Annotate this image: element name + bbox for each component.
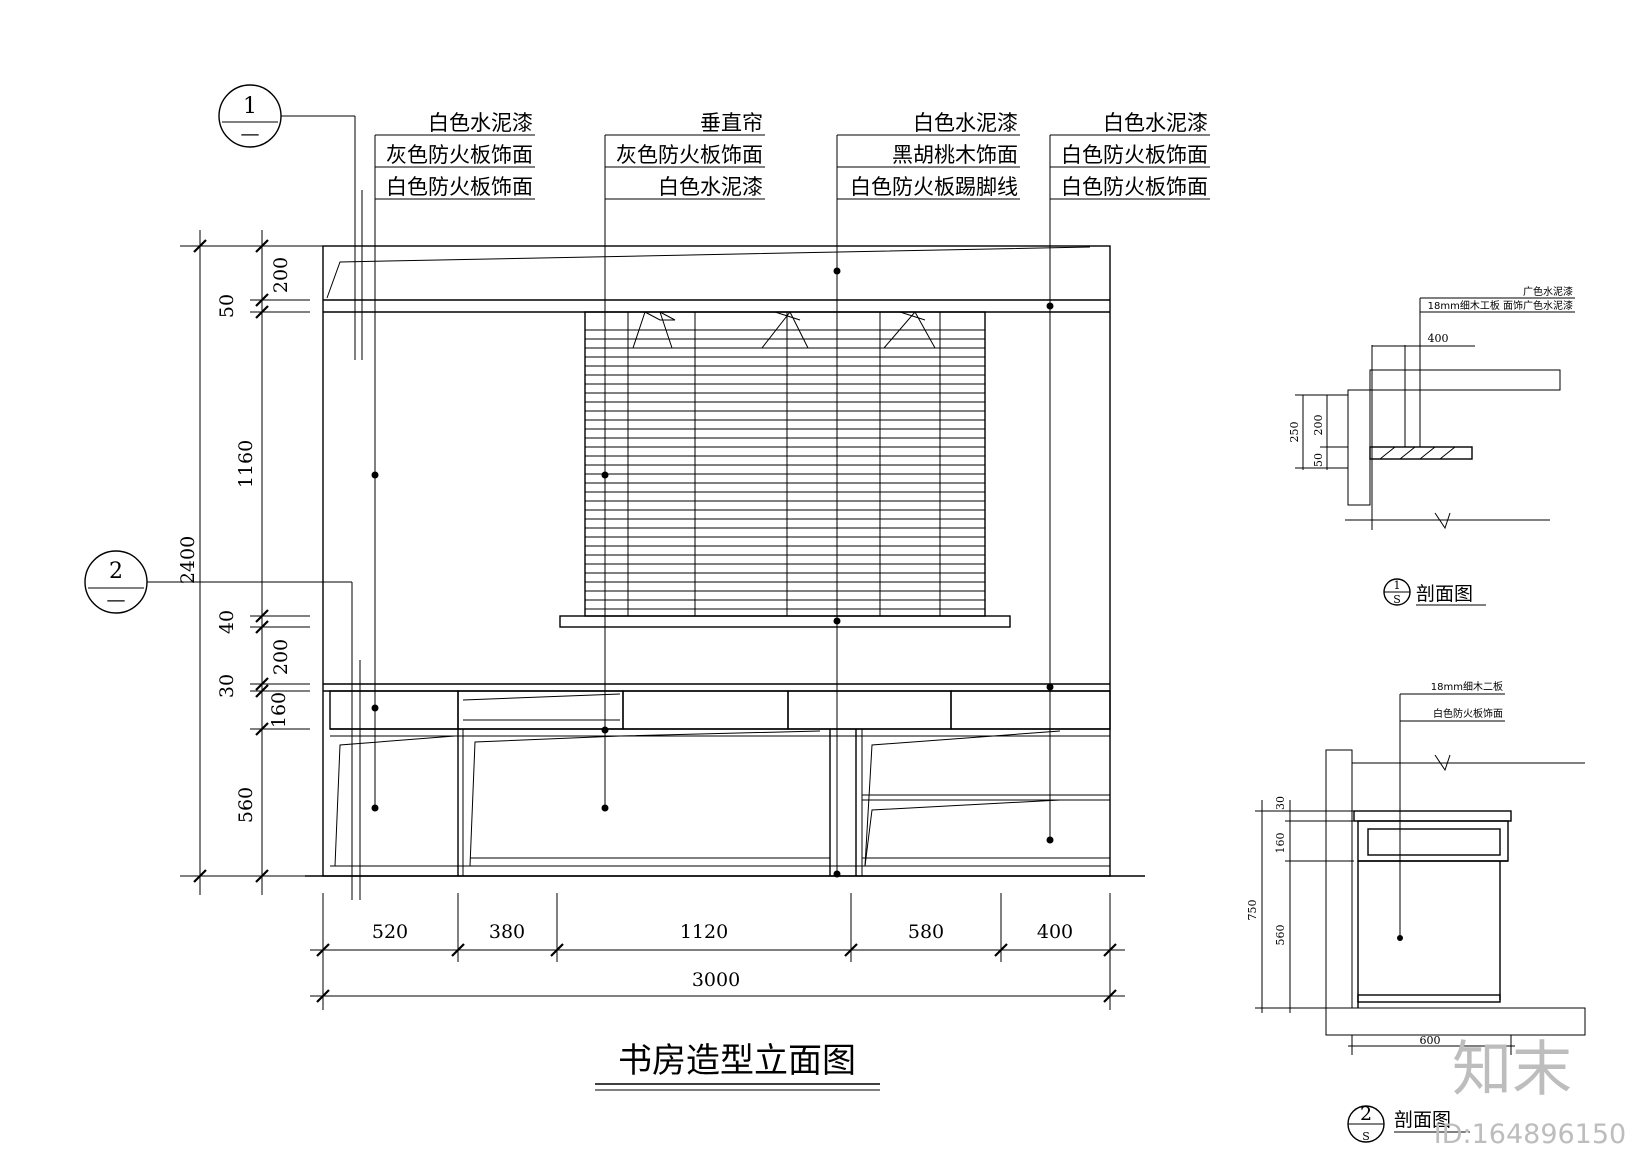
sec2-label-text: 剖面图 [1394,1109,1451,1131]
section-marker-1-sub: — [241,123,260,145]
callout-group-4: 白色水泥漆 白色防火板饰面 白色防火板饰面 [1046,111,1210,844]
sec2-dim-160: 160 [1274,833,1287,854]
callout-2-line-2: 灰色防火板饰面 [616,143,763,167]
callout-3-line-3: 白色防火板踢脚线 [850,175,1018,199]
callout-4-line-2: 白色防火板饰面 [1061,143,1208,167]
callout-4-line-3: 白色防火板饰面 [1061,175,1208,199]
desk-cabinets [329,690,1111,876]
section-marker-1-num: 1 [243,94,257,119]
page-title: 书房造型立面图 [618,1041,856,1081]
callout-1-line-3: 白色防火板饰面 [386,175,533,199]
dim-3000: 3000 [692,969,740,991]
watermark: 知末 ID:164896150 [1434,1035,1626,1150]
vertical-blind [559,311,1011,628]
dim-50: 50 [216,294,238,318]
window-sill [559,615,1011,628]
elevation-drawing [305,190,1145,900]
sec1-note-1: 广色水泥漆 [1523,285,1573,298]
callout-2-line-3: 白色水泥漆 [658,175,763,199]
dim-40: 40 [216,610,238,634]
sec2-label-num: 2 [1360,1103,1372,1125]
section-marker-2: 2 — [84,550,353,660]
callout-group-2: 垂直帘 灰色防火板饰面 白色水泥漆 [601,111,765,812]
wall-outline [322,245,1111,877]
sec1-label-num: 1 [1394,579,1401,592]
callout-4-line-1: 白色水泥漆 [1103,111,1208,135]
dim-30: 30 [216,674,238,698]
sec1-label-sub: S [1393,593,1401,606]
sec2-dim-750: 750 [1246,900,1259,921]
sec1-dim-400: 400 [1428,332,1449,345]
dim-400: 400 [1037,921,1073,943]
sec1-dim-250: 250 [1288,422,1301,443]
dim-1120: 1120 [680,921,728,943]
sec2-label-sub: S [1362,1130,1370,1143]
callout-2-line-1: 垂直帘 [700,111,763,135]
sec2-dim-560: 560 [1274,925,1287,946]
sec2-note-2: 白色防火板饰面 [1433,707,1503,720]
dim-160: 160 [268,692,290,728]
sec1-dim-200: 200 [1312,415,1325,436]
sec1-dim-50: 50 [1312,453,1325,467]
drawing-title: 书房造型立面图 [595,1041,880,1091]
bottom-dimensions: 520 380 1120 580 400 3000 [310,893,1125,1010]
section-2-detail: 18mm细木二板 白色防火板饰面 30 160 750 560 600 2 S … [1246,680,1586,1143]
sec1-note-2: 18mm细木工板 面饰广色水泥漆 [1428,299,1573,312]
dim-200-top: 200 [270,257,292,293]
callout-3-line-2: 黑胡桃木饰面 [892,143,1018,167]
callout-3-line-1: 白色水泥漆 [913,111,1018,135]
dim-380: 380 [489,921,525,943]
callout-1-line-2: 灰色防火板饰面 [386,143,533,167]
sec1-label-text: 剖面图 [1416,583,1473,605]
callout-1-line-1: 白色水泥漆 [428,111,533,135]
section-1-detail: 400 广色水泥漆 18mm细木工板 面饰广色水泥漆 250 200 50 1 … [1288,285,1575,606]
sec2-dim-600: 600 [1420,1034,1441,1047]
section-marker-2-sub: — [107,589,126,611]
callout-group-3: 白色水泥漆 黑胡桃木饰面 白色防火板踢脚线 [833,111,1020,878]
dim-1160: 1160 [235,440,257,488]
watermark-brand: 知末 [1452,1035,1572,1105]
sec2-dim-30: 30 [1274,796,1287,810]
dim-2400: 2400 [177,536,199,584]
section-marker-1: 1 — [218,84,356,190]
dim-200-mid: 200 [270,639,292,675]
callout-group-1: 白色水泥漆 灰色防火板饰面 白色防火板饰面 [371,111,535,812]
sec2-note-1: 18mm细木二板 [1431,680,1503,693]
left-dimensions: 2400 200 50 1160 40 200 30 160 560 [177,230,323,895]
dim-580: 580 [908,921,944,943]
section-marker-2-num: 2 [109,559,123,584]
dim-520: 520 [372,921,408,943]
dim-560: 560 [235,787,257,823]
watermark-id: ID:164896150 [1434,1119,1626,1150]
